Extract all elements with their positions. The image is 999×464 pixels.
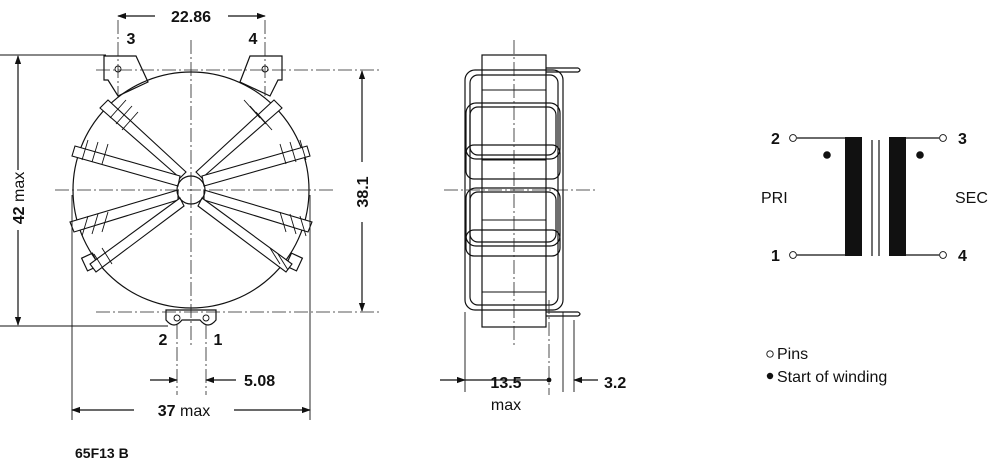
- start-dot-icon: [766, 372, 774, 380]
- legend-pins: Pins: [777, 346, 808, 363]
- secondary-winding: [889, 137, 906, 256]
- pin-symbol-icon: [766, 350, 774, 358]
- tab-pin-3: [103, 55, 149, 97]
- schematic-pin-1: 1: [771, 248, 780, 265]
- secondary-label: SEC: [955, 190, 988, 207]
- pin-label-1: 1: [214, 332, 223, 349]
- tab-pin-4: [239, 55, 283, 97]
- primary-label: PRI: [761, 190, 788, 207]
- part-number: 65F13 B: [75, 445, 129, 461]
- schematic-pin-2: 2: [771, 131, 780, 148]
- legend-start-of-winding: Start of winding: [777, 369, 887, 386]
- legend: Pins Start of winding: [766, 346, 887, 386]
- pin-label-3: 3: [127, 31, 136, 48]
- side-view: 13.5 max 3.2: [440, 40, 626, 414]
- windings: [69, 99, 313, 273]
- dim-side-width-unit: max: [491, 397, 521, 414]
- dim-overall-width: 37 max: [158, 403, 210, 420]
- dim-bottom-pin-spacing: 5.08: [244, 373, 275, 390]
- pin-label-4: 4: [249, 31, 258, 48]
- tab-pins-bottom: [165, 309, 217, 326]
- front-view: 22.86 3 4 42 max 38.1 2 1 5.08 37 max: [0, 9, 380, 420]
- dim-pin-offset: 3.2: [604, 375, 626, 392]
- primary-start-dot: [823, 151, 831, 159]
- dim-overall-height: 42 max: [11, 172, 28, 224]
- pin-label-2: 2: [159, 332, 168, 349]
- schematic-pin-3: 3: [958, 131, 967, 148]
- dim-side-width: 13.5: [490, 375, 521, 392]
- dim-top-pin-spacing: 22.86: [171, 9, 211, 26]
- schematic-pin-4: 4: [958, 248, 967, 265]
- dim-inner-height: 38.1: [355, 176, 372, 207]
- schematic: 2 1 PRI 3 4 SEC: [761, 131, 988, 265]
- primary-winding: [845, 137, 862, 256]
- secondary-start-dot: [916, 151, 924, 159]
